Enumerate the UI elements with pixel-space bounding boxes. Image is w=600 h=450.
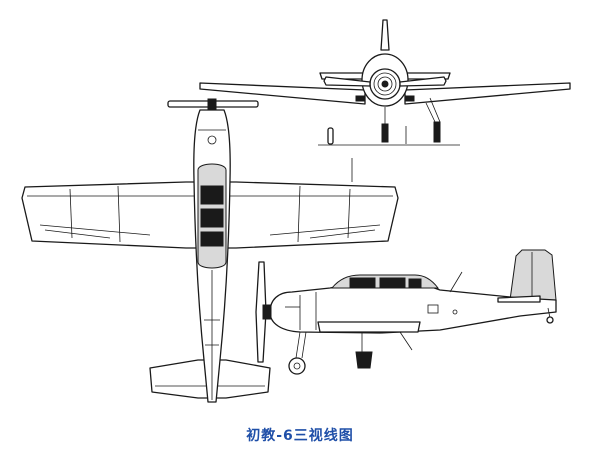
side-view-cockpit-front xyxy=(349,277,376,289)
top-view xyxy=(21,98,399,403)
front-view-spinner xyxy=(381,80,389,88)
front-view-wing-left xyxy=(199,82,366,105)
front-view-propeller-left xyxy=(323,76,371,87)
top-view-spinner xyxy=(207,98,217,110)
side-view-propeller xyxy=(255,261,267,363)
top-view-cockpit-rear xyxy=(200,208,224,228)
front-view xyxy=(199,19,571,146)
side-view-main-wheel xyxy=(355,351,373,369)
side-view-tail-wheel xyxy=(546,316,554,324)
side-view xyxy=(255,249,557,375)
side-view-cockpit-rear xyxy=(379,277,406,289)
drawing-caption: 初教-6三视线图 xyxy=(246,428,354,444)
front-view-nose-wheel xyxy=(381,123,389,143)
front-view-propeller-right xyxy=(399,76,447,87)
side-view-fin xyxy=(509,249,557,301)
front-view-main-wheel xyxy=(433,121,441,143)
front-view-wing-right xyxy=(404,82,571,105)
side-view-spinner xyxy=(262,304,272,320)
front-view-fin xyxy=(380,19,390,51)
side-view-nose-wheel xyxy=(288,357,306,375)
top-view-cockpit-front xyxy=(200,185,224,205)
side-view-wing xyxy=(317,321,421,333)
